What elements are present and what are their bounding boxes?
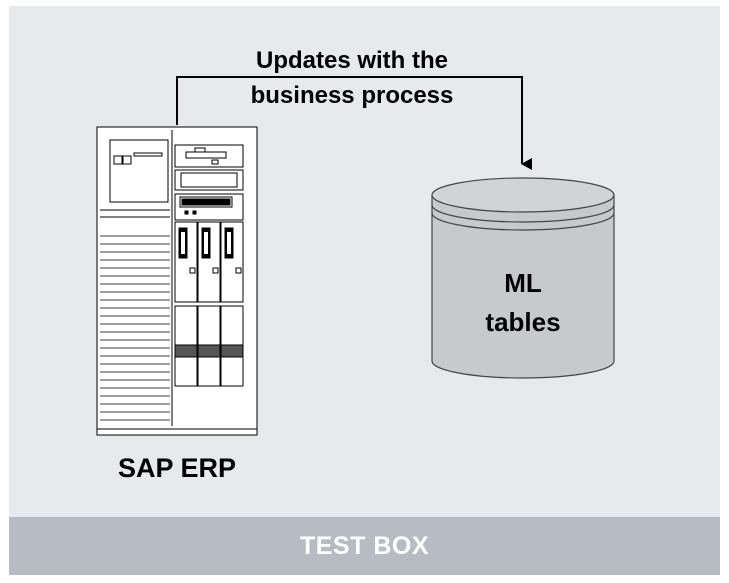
connector-label-line1: Updates with the xyxy=(256,47,448,74)
server-tower-icon xyxy=(96,126,258,436)
database-label-line2: tables xyxy=(485,307,560,337)
server-label: SAP ERP xyxy=(118,453,236,483)
database-cylinder-icon xyxy=(431,177,615,379)
update-connector: Updates with the business process xyxy=(176,47,532,170)
database-label-line1: ML xyxy=(504,268,542,298)
footer-label: TEST BOX xyxy=(299,531,429,560)
diagram-canvas: Updates with the business process xyxy=(96,47,615,483)
connector-label-line2: business process xyxy=(251,82,454,109)
footer-bar: TEST BOX xyxy=(9,517,720,575)
connector-line xyxy=(176,76,532,170)
